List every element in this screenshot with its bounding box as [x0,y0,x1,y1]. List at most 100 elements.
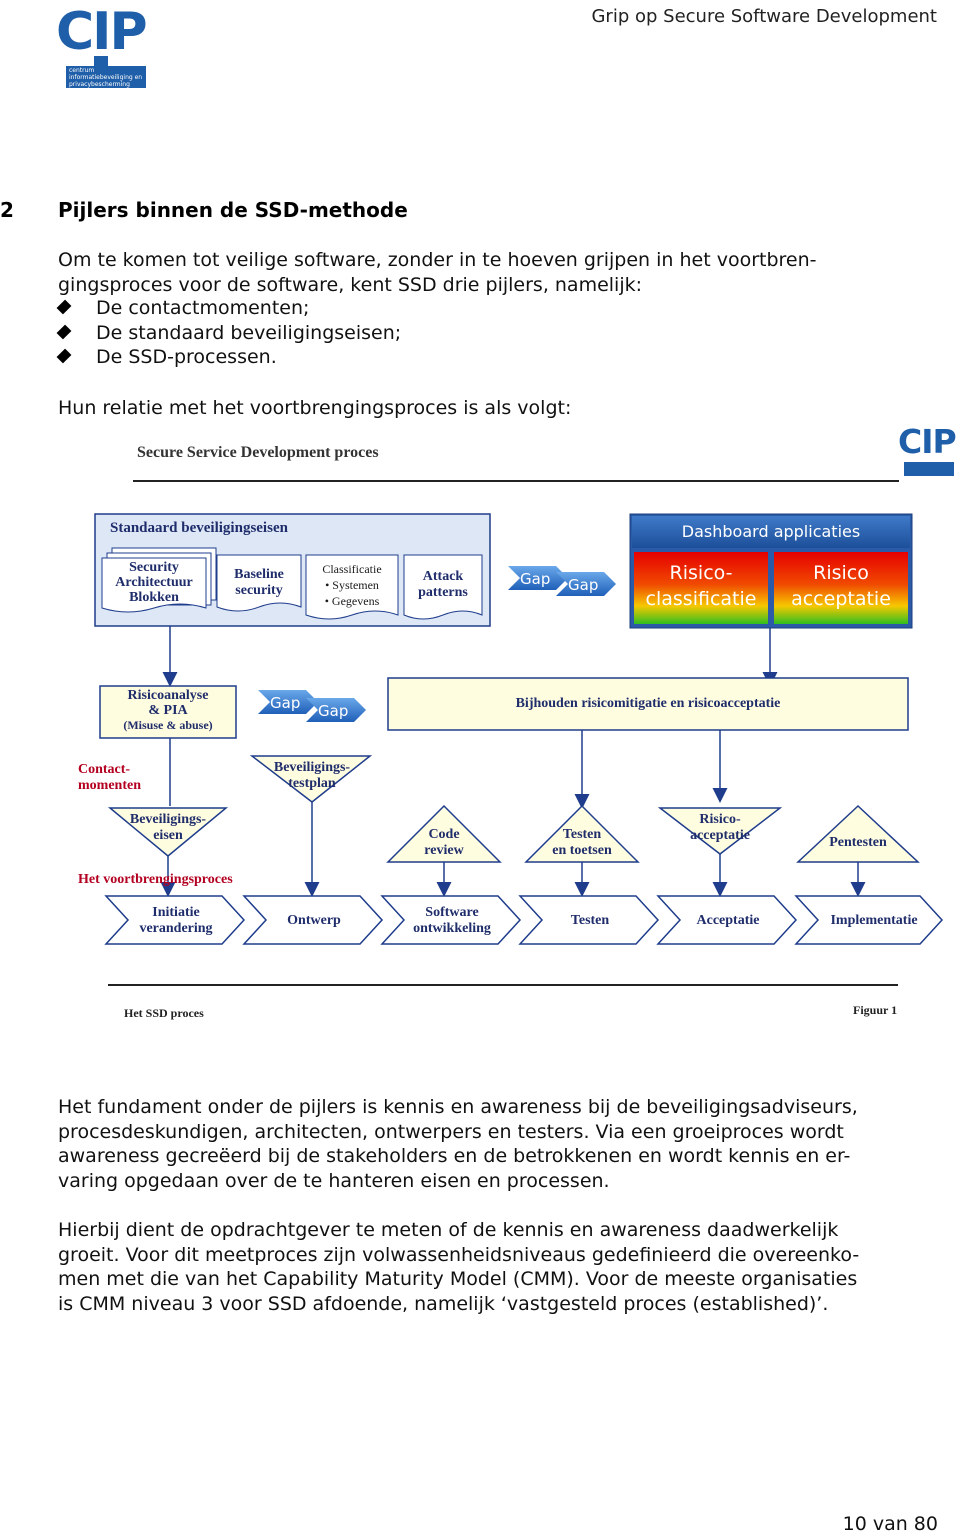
figure-cip-logo-text: CIP [898,422,957,461]
section-title: Pijlers binnen de SSD-methode [58,198,408,222]
classificatie-label: Classificatie • Systemen • Gegevens [306,561,398,609]
chevron-label-ontwerp: Ontwerp [287,913,341,928]
body-line: men met die van het Capability Maturity … [58,1268,858,1291]
testen-toetsen-line: Testen [562,827,602,842]
chevron-line: ontwikkeling [413,921,491,936]
eisen-triangle [107,807,229,857]
classificatie-line: Classificatie [322,562,382,576]
doc-security-arch [101,557,207,613]
body-line: groeit. Voor dit meetproces zijn volwass… [58,1243,860,1266]
gap-label: Gap [568,576,599,594]
gap-label: Gap [270,694,301,712]
gap-arrow-1 [508,566,568,590]
diamond-bullet-icon [56,348,72,364]
bullet-text: De standaard beveiligingseisen; [96,322,402,344]
security-arch-line: Blokken [129,590,179,605]
security-arch-label: Security Architectuur Blokken [102,560,206,605]
chevron-line: verandering [139,921,213,936]
intro-line-1: Om te komen tot veilige software, zonder… [58,249,817,271]
bijhouden-label: Bijhouden risicomitigatie en risicoaccep… [515,696,781,711]
gap-label: Gap [520,570,551,588]
testen-toetsen-line: en toetsen [552,843,612,858]
risk-tile-right [774,552,908,624]
chevron-label-acceptatie: Acceptatie [696,913,760,928]
bullet-item: De contactmomenten; [56,297,309,319]
cip-logo-pillar [94,56,108,68]
pentesten-triangle [796,804,920,863]
attack-label: Attack patterns [404,569,482,601]
code-review-line: review [424,843,464,858]
body-line: varing opgedaan over de te hanteren eise… [58,1169,610,1192]
baseline-line: Baseline [234,567,284,582]
risicoacceptatie-line: Risico- [699,812,741,827]
diamond-bullet-icon [56,299,72,315]
risicoacceptatie-label: Risico- acceptatie [660,812,780,844]
document-header-title: Grip op Secure Software Development [591,6,937,27]
risicoanalyse-box [99,685,237,739]
cip-logo-text: CIP [56,2,148,62]
risicoanalyse-label: Risicoanalyse & PIA (Misuse & abuse) [100,688,236,733]
attack-line: Attack [422,569,464,584]
figure-cip-logo: CIP [898,422,957,478]
bullet-item: De standaard beveiligingseisen; [56,322,402,344]
testplan-label: Beveiligings- testplan [252,760,372,792]
risk-class-line: classificatie [645,588,757,610]
chevron-acceptatie [656,895,798,945]
testen-toetsen-label: Testen en toetsen [526,827,638,859]
eisen-line: Beveiligings- [129,812,207,827]
risicoacceptatie-triangle [657,807,783,855]
classificatie-line: • Gegevens [324,594,380,608]
relation-sentence: Hun relatie met het voortbrengingsproces… [58,397,572,419]
pentesten-label: Pentesten [829,835,887,850]
risicoanalyse-line: & PIA [148,703,188,718]
doc-attack [403,554,483,620]
gap-arrow-2 [556,572,616,596]
chevron-initiatie [104,895,246,945]
figure-title: Secure Service Development proces [137,444,379,461]
security-arch-line: Architectuur [115,575,193,590]
chevron-label-implementatie: Implementatie [830,913,918,928]
chevron-software [380,895,522,945]
chevron-testen [518,895,660,945]
testplan-triangle [249,755,373,803]
body-paragraph-1: Het fundament onder de pijlers is kennis… [58,1095,928,1193]
ssd-diagram [94,513,944,986]
code-review-line: Code [428,827,460,842]
section-number: 2 [0,198,14,222]
figure-cip-logo-band [904,462,954,476]
eisen-line: eisen [153,828,183,843]
doc-baseline [216,554,302,612]
risicoanalyse-line: (Misuse & abuse) [123,718,213,732]
contactmomenten-label: Contact- momenten [78,762,141,794]
figure-title-rule [133,480,899,482]
body-line: awareness gecreëerd bij de stakeholders … [58,1145,851,1168]
dashboard-title: Dashboard applicaties [681,522,861,541]
chevron-line: Software [425,905,479,920]
body-line: Hierbij dient de opdrachtgever te meten … [58,1219,839,1241]
risk-accept-label: Risico acceptatie [774,560,908,612]
intro-paragraph: Om te komen tot veilige software, zonder… [58,248,928,297]
body-line: Het fundament onder de pijlers is kennis… [58,1096,858,1118]
gap-arrow-3 [258,690,318,714]
gap-arrow-4 [306,698,366,722]
chevron-ontwerp [242,895,384,945]
voortbrengingsproces-label: Het voortbrengingsproces [78,872,233,887]
baseline-line: security [235,583,283,598]
risk-class-line: Risico- [669,562,733,584]
chevron-label-initiatie: Initiatie verandering [118,905,234,937]
bullet-item: De SSD-processen. [56,346,277,368]
page-number: 10 van 80 [842,1513,938,1535]
gap-label: Gap [318,702,349,720]
cip-logo-subtext: centrum informatiebeveiliging en privacy… [69,67,143,88]
classificatie-line: • Systemen [325,578,379,592]
diamond-bullet-icon [56,324,72,340]
bijhouden-box [387,677,909,731]
cip-logo: CIP centrum informatiebeveiliging en pri… [56,2,148,88]
code-review-label: Code review [388,827,500,859]
figure-bottom-rule [108,984,898,986]
intro-line-2: gingsproces voor de software, kent SSD d… [58,273,643,296]
body-line: is CMM niveau 3 voor SSD afdoende, namel… [58,1292,829,1315]
risk-accept-line: acceptatie [791,588,891,610]
risk-tile-left [634,552,768,624]
doc-classificatie [305,554,399,620]
